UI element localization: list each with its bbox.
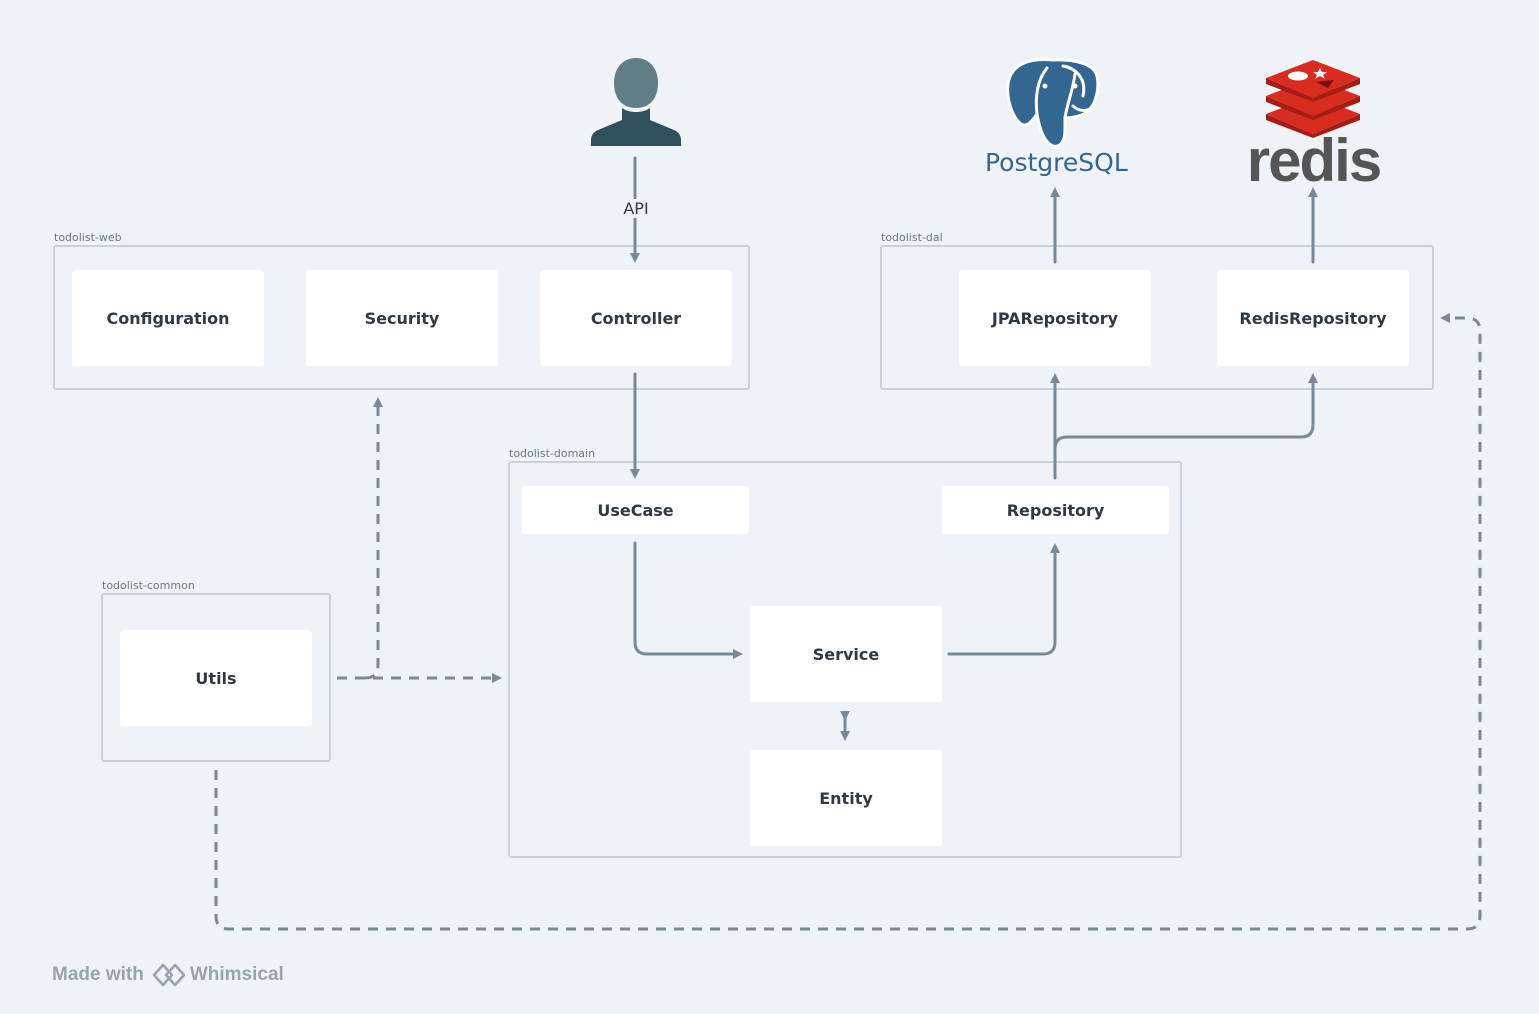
footer-brand-text: Whimsical: [189, 964, 284, 985]
user-icon[interactable]: [590, 56, 682, 148]
edge-repository-redisrepo: [1053, 373, 1318, 452]
node-jpa-repository[interactable]: JPARepository: [959, 270, 1151, 366]
node-utils[interactable]: Utils: [120, 630, 312, 726]
edge-utils-dal: [214, 313, 1482, 931]
node-redis-repository[interactable]: RedisRepository: [1217, 270, 1409, 366]
group-todolist-dal[interactable]: [880, 245, 1434, 390]
group-label-common: todolist-common: [102, 579, 195, 592]
redis-wordmark: redis: [1246, 127, 1382, 194]
node-security[interactable]: Security: [306, 270, 498, 366]
postgresql-elephant-icon: [1006, 58, 1100, 148]
group-label-dal: todolist-dal: [881, 231, 943, 244]
redis-stack-icon: [1266, 60, 1360, 138]
node-repository[interactable]: Repository: [942, 486, 1169, 534]
group-label-web: todolist-web: [54, 231, 122, 244]
footer-made-with-text: Made with: [52, 964, 144, 985]
group-todolist-domain[interactable]: [508, 461, 1182, 858]
node-configuration[interactable]: Configuration: [72, 270, 264, 366]
group-todolist-common[interactable]: [101, 593, 331, 762]
whimsical-logo-icon: [152, 963, 186, 987]
group-todolist-web[interactable]: [53, 245, 750, 390]
edge-service-repository: [947, 543, 1060, 656]
edge-label-api: API: [614, 199, 658, 218]
node-service[interactable]: Service: [750, 606, 942, 702]
node-entity[interactable]: Entity: [750, 750, 942, 846]
footer-made-with[interactable]: Made with Whimsical: [52, 962, 284, 988]
edge-usecase-service: [633, 541, 743, 659]
edge-utils-web: [364, 397, 383, 680]
group-label-domain: todolist-domain: [509, 447, 596, 460]
postgresql-wordmark: PostgreSQL: [985, 148, 1128, 177]
node-controller[interactable]: Controller: [540, 270, 732, 366]
node-usecase[interactable]: UseCase: [522, 486, 749, 534]
